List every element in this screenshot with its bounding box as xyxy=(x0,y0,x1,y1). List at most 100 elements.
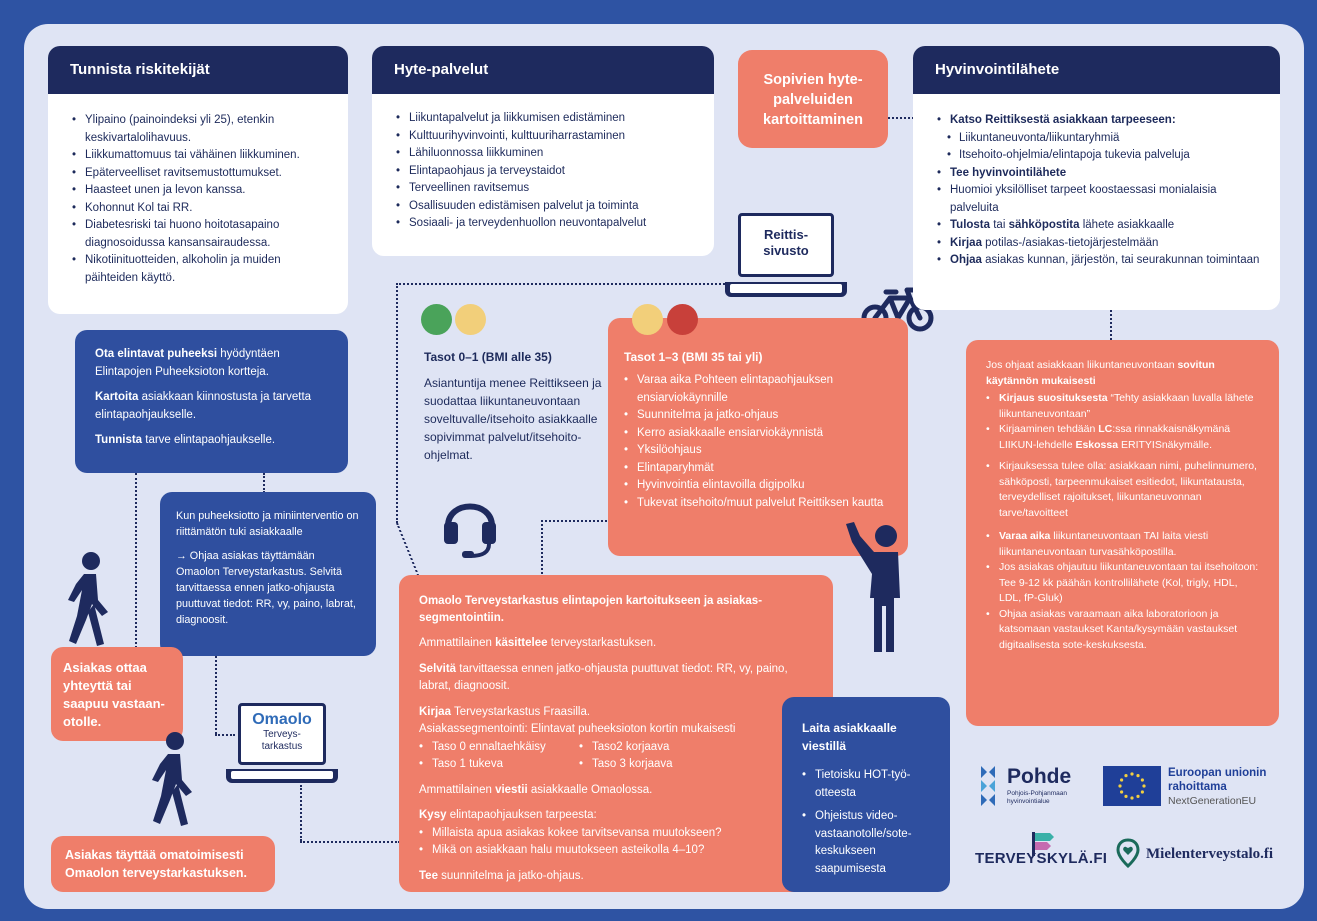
list-item: Kirjauksessa tulee olla: asiakkaan nimi,… xyxy=(986,459,1259,521)
customer-contact-step: Asiakas ottaa yhteyttä tai saapuu vastaa… xyxy=(51,647,183,741)
omaolo-line: Terveys- xyxy=(263,729,301,740)
omaolo-ask-line: Kysy elintapaohjauksen tarpeesta: xyxy=(419,809,597,821)
list-item: Ohjaa asiakas varaamaan aika laboratorio… xyxy=(986,607,1259,654)
walking-person-icon xyxy=(152,732,192,826)
exercise-counseling-card: Jos ohjaat asiakkaan liikuntaneuvontaan … xyxy=(966,340,1279,726)
hyte-services-card: Hyte-palvelut Liikuntapalvelut ja liikku… xyxy=(372,46,714,256)
connector xyxy=(541,520,543,578)
list-item: Elintaparyhmät xyxy=(624,460,892,478)
omaolo-plan-line: Tee suunnitelma ja jatko-ohjaus. xyxy=(419,869,584,882)
hyte-services-list: Liikuntapalvelut ja liikkumisen edistämi… xyxy=(372,94,714,233)
omaolo-segment-line: Asiakassegmentointi: Elintavat puheeksio… xyxy=(419,723,736,735)
map-services-line: palveluiden xyxy=(773,92,853,108)
list-item: Varaa aika liikuntaneuvontaan TAI laita … xyxy=(986,529,1259,560)
omaolo-record-line: Kirjaa Terveystarkastus Fraasilla. xyxy=(419,705,591,718)
wellbeing-referral-card: Hyvinvointilähete Katso Reittiksestä asi… xyxy=(913,46,1280,310)
list-item: Hyvinvointia elintavoilla digipolku xyxy=(624,477,892,495)
map-services-step: Sopivien hyte- palveluiden kartoittamine… xyxy=(738,50,888,148)
terveyskyla-logo: TERVEYSKYLÄ.FI xyxy=(975,850,1108,867)
list-item: Mikä on asiakkaan halu muutokseen asteik… xyxy=(419,842,813,860)
segment-level: Taso 0 ennaltaehkäisy xyxy=(419,739,579,757)
list-item: Terveellinen ravitsemus xyxy=(396,180,704,198)
levels-0-1-title: Tasot 0–1 (BMI alle 35) xyxy=(424,350,552,364)
list-item: Nikotiinituotteiden, alkoholin ja muiden… xyxy=(72,252,332,287)
segment-levels: Taso 0 ennaltaehkäisyTaso 1 tukeva Taso2… xyxy=(419,739,759,774)
mielenterveystalo-logo: Mielenterveystalo.fi xyxy=(1146,846,1274,862)
segment-level: Taso 3 korjaava xyxy=(579,756,673,774)
exercise-intro: Jos ohjaat asiakkaan liikuntaneuvontaan … xyxy=(986,359,1215,387)
pohde-logo: Pohde xyxy=(1007,765,1072,788)
yellow-level-dot xyxy=(455,304,486,335)
connector xyxy=(872,117,914,119)
list-item: Kerro asiakkaalle ensiarviokäynnistä xyxy=(624,425,892,443)
headset-icon xyxy=(444,503,496,558)
list-item: Kirjaaminen tehdään LC:ssa rinnakkais­nä… xyxy=(986,422,1259,453)
connector xyxy=(300,785,302,841)
terveyskyla-flag-icon xyxy=(1032,832,1054,856)
red-level-dot xyxy=(667,304,698,335)
omaolo-health-check-card: Omaolo Terveystarkastus elintapojen kart… xyxy=(399,575,833,892)
connector xyxy=(1110,310,1112,340)
list-item: Liikkumattomuus tai vähäinen liikkuminen… xyxy=(72,147,332,165)
list-item: Ylipaino (painoindeksi yli 25), etenkin … xyxy=(72,112,332,147)
omaolo-logo: Omaolo xyxy=(252,711,312,728)
list-item: Tee hyvinvointilähete xyxy=(937,165,1266,183)
pohde-logo-icon xyxy=(981,766,995,806)
list-item: Tulosta tai sähköpostita lähete asiakkaa… xyxy=(937,217,1266,235)
reittis-laptop-icon: Reittis- sivusto xyxy=(738,213,834,277)
list-item: Itsehoito-ohjelmia/elintapoja tukevia pa… xyxy=(937,147,1266,165)
green-level-dot xyxy=(421,304,452,335)
waving-person-icon xyxy=(846,522,900,652)
list-item: Yksilöohjaus xyxy=(624,442,892,460)
map-services-line: kartoittaminen xyxy=(763,112,863,128)
levels-1-3-list: Varaa aika Pohteen elintapaohjauksen ens… xyxy=(624,372,892,512)
connector xyxy=(215,734,235,736)
send-message-title: Laita asiakkaalle viestillä xyxy=(802,721,897,753)
list-item: Elintapaohjaus ja terveystaidot xyxy=(396,163,704,181)
omaolo-check-line: Selvitä tarvittaessa ennen jatko-ohjaust… xyxy=(419,662,788,693)
hyte-services-title: Hyte-palvelut xyxy=(372,46,714,94)
list-item: Liikuntaneuvonta/liikuntaryhmiä xyxy=(937,130,1266,148)
mielenterveystalo-pin-icon xyxy=(1116,838,1140,868)
connector xyxy=(215,656,217,734)
wellbeing-referral-list: Katso Reittiksestä asiakkaan tarpeeseen:… xyxy=(913,94,1280,270)
customer-fills-step: Asiakas täyttää omatoimisesti Omaolon te… xyxy=(51,836,275,892)
risk-factors-title: Tunnista riskitekijät xyxy=(48,46,348,94)
list-item: Tukevat itsehoito/muut palvelut Reittiks… xyxy=(624,495,892,513)
connector xyxy=(300,841,400,843)
omaolo-questions: Millaista apua asiakas kokee tarvitsevan… xyxy=(419,825,813,860)
mini-intervention-card: Kun puheeksiotto ja mini­interventio on … xyxy=(160,492,376,656)
segment-level: Taso 1 tukeva xyxy=(419,756,579,774)
list-item: Suunnitelma ja jatko-ohjaus xyxy=(624,407,892,425)
list-item: Varaa aika Pohteen elintapaohjauksen ens… xyxy=(624,372,892,407)
list-item: Haasteet unen ja levon kanssa. xyxy=(72,182,332,200)
list-item: Ohjaa asiakas kunnan, järjestön, tai seu… xyxy=(937,252,1266,270)
list-item: Huomioi yksilölliset tarpeet koostaessas… xyxy=(937,182,1266,217)
list-item: Epäterveelliset ravitsemustottumukset. xyxy=(72,165,332,183)
eu-flag-icon xyxy=(1103,766,1161,806)
list-item: Kirjaus suosituksesta “Tehty asiakkaan l… xyxy=(986,391,1259,422)
send-message-list: Tietoisku HOT-työ­otteesta Ohjeistus vid… xyxy=(802,767,930,878)
exercise-list: Kirjaus suosituksesta “Tehty asiakkaan l… xyxy=(986,391,1259,653)
eu-funding-text: Euroopan unionin rahoittama NextGenerati… xyxy=(1168,767,1267,807)
omaolo-laptop-icon: Omaolo Terveys- tarkastus xyxy=(238,703,326,765)
segment-level: Taso2 korjaava xyxy=(579,739,673,757)
map-services-line: Sopivien hyte- xyxy=(763,72,863,88)
connector xyxy=(263,473,265,493)
reittis-line: Reittis- xyxy=(763,227,809,242)
connector xyxy=(135,473,137,648)
list-item: Tietoisku HOT-työ­otteesta xyxy=(802,767,930,802)
list-item: Kirjaa potilas-/asiakas-tietojärjestelmä… xyxy=(937,235,1266,253)
list-item: Jos asiakas ohjautuu liikuntaneuvontaan … xyxy=(986,560,1259,607)
omaolo-message-line: Ammattilainen viestii asiakkaalle Omaolo… xyxy=(419,783,653,796)
reittis-line: sivusto xyxy=(763,243,809,258)
connector xyxy=(396,283,398,523)
list-item: Kulttuurihyvinvointi, kulttuuriharrastam… xyxy=(396,128,704,146)
connector xyxy=(541,520,611,522)
omaolo-health-check-title: Omaolo Terveystarkastus elintapojen kart… xyxy=(419,595,763,624)
yellow-level-dot xyxy=(632,304,663,335)
list-item: Osallisuuden edistämisen palvelut ja toi… xyxy=(396,198,704,216)
omaolo-line: tarkastus xyxy=(261,741,303,752)
laptop-keyboard xyxy=(231,771,333,779)
